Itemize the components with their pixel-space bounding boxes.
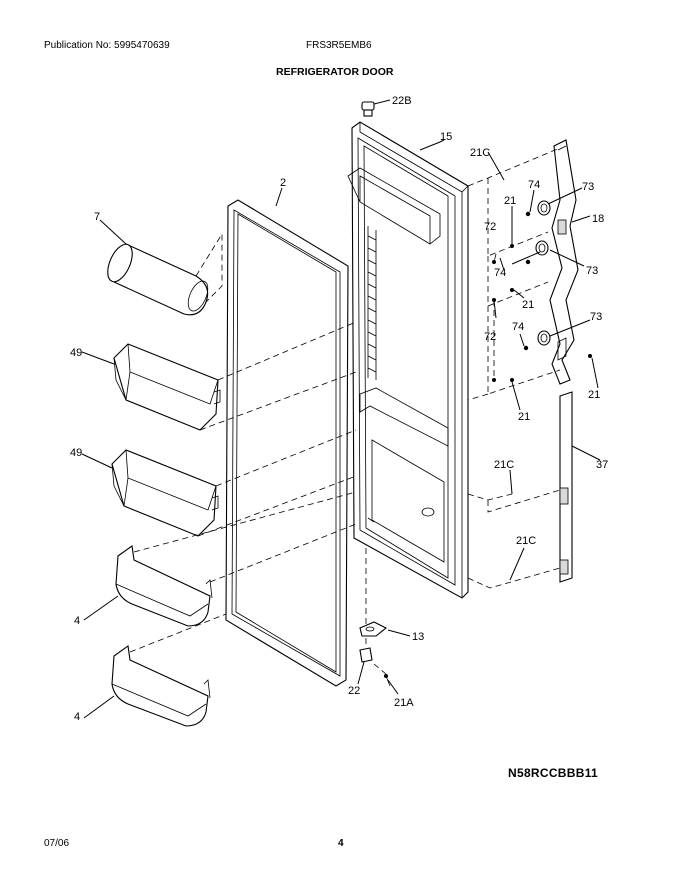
hinge-bushings xyxy=(535,200,551,346)
callout-4-upper: 4 xyxy=(74,615,80,627)
door-shelf-upper xyxy=(115,491,357,627)
callout-21-d: 21 xyxy=(518,411,530,423)
door-bin-upper xyxy=(113,321,357,431)
callout-21-c: 21 xyxy=(588,389,600,401)
door-gasket xyxy=(225,199,349,687)
callout-37: 37 xyxy=(596,459,608,471)
door-hinge-bar xyxy=(549,139,579,385)
callout-4-lower: 4 xyxy=(74,711,80,723)
callout-49-lower: 49 xyxy=(70,447,82,459)
callout-22: 22 xyxy=(348,685,360,697)
page-title: REFRIGERATOR DOOR xyxy=(276,66,394,78)
callout-73-c: 73 xyxy=(590,311,602,323)
callout-73-a: 73 xyxy=(582,181,594,193)
callout-18: 18 xyxy=(592,213,604,225)
callout-2: 2 xyxy=(280,177,286,189)
callout-72-a: 72 xyxy=(484,221,496,233)
callout-22b: 22B xyxy=(392,95,412,107)
callout-74-c: 74 xyxy=(512,321,524,333)
callout-15: 15 xyxy=(440,131,452,143)
callout-21-b: 21 xyxy=(522,299,534,311)
callout-49-upper: 49 xyxy=(70,347,82,359)
model-number: FRS3R5EMB6 xyxy=(306,40,372,51)
callout-74-a: 74 xyxy=(528,179,540,191)
callout-7: 7 xyxy=(94,211,100,223)
page-number: 4 xyxy=(338,838,344,849)
callout-21c-mid: 21C xyxy=(494,459,514,471)
door-panel xyxy=(347,121,469,599)
leader-lines xyxy=(81,139,601,719)
callout-74-b: 74 xyxy=(494,267,506,279)
top-hinge-cap xyxy=(361,99,391,117)
callout-21c-low: 21C xyxy=(516,535,536,547)
door-bin-lower xyxy=(111,429,357,537)
dairy-canister xyxy=(107,232,223,316)
callout-21a: 21A xyxy=(394,697,414,709)
lower-door-rail xyxy=(559,391,573,583)
callout-13: 13 xyxy=(412,631,424,643)
callout-73-b: 73 xyxy=(586,265,598,277)
callout-21-a: 21 xyxy=(504,195,516,207)
publication-number: Publication No: 5995470639 xyxy=(44,40,170,51)
revision-date: 07/06 xyxy=(44,838,70,849)
callout-labels: 22B 15 2 7 49 49 4 4 21C 74 73 21 18 72 … xyxy=(70,95,608,723)
shelf-rail-notches xyxy=(367,235,377,373)
callout-21c-top: 21C xyxy=(470,147,490,159)
screws xyxy=(492,211,592,382)
door-shelf-lower xyxy=(111,613,227,727)
alignment-lines-hinge xyxy=(467,147,561,589)
diagram-reference-code: N58RCCBBB11 xyxy=(508,766,598,780)
callout-72-b: 72 xyxy=(484,331,496,343)
lower-hinge-parts xyxy=(359,548,391,687)
